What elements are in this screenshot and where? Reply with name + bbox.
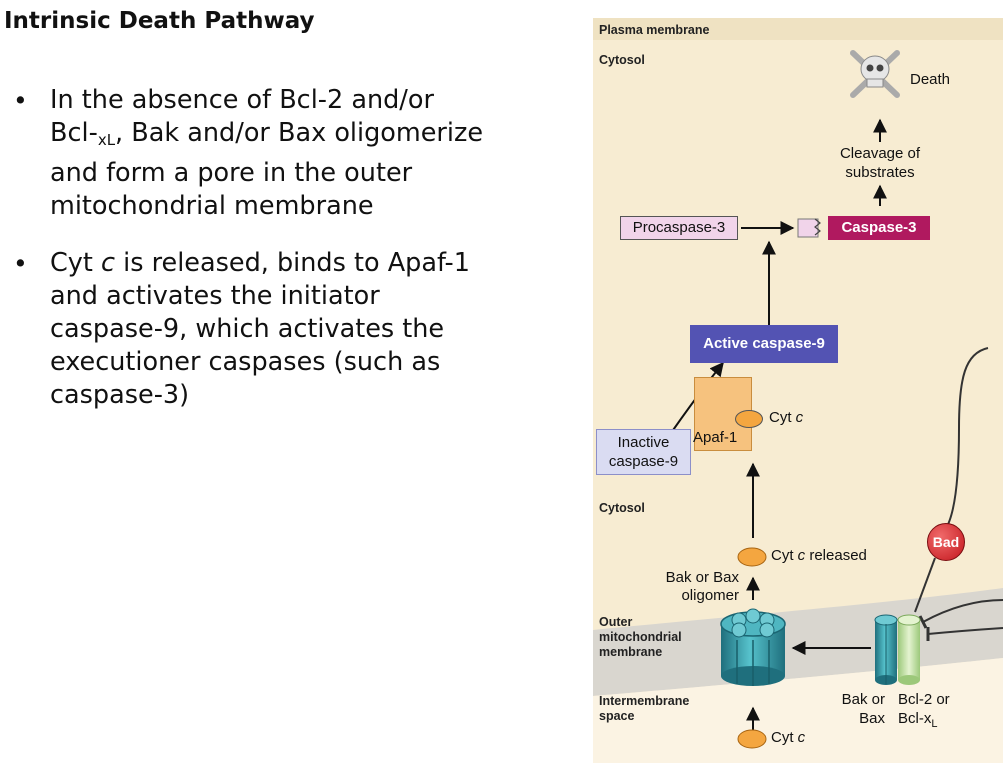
outer-membrane-line-2: mitochondrial [599,630,682,644]
intermembrane-space-label: Intermembrane space [599,694,689,724]
plasma-membrane-band [593,18,1003,40]
bak-or-bax-line-2: Bax [859,710,885,727]
bak-or-bax-label: Bak or Bax [823,690,885,728]
bullet-list: • In the absence of Bcl-2 and/or Bcl-xL,… [8,84,488,436]
cytc-bound-text: Cyt [769,409,792,426]
plasma-membrane-label: Plasma membrane [599,23,710,37]
bak-bax-oligomer-label: Bak or Bax oligomer [649,569,739,605]
cytosol-mid-label: Cytosol [599,501,645,515]
bcl2-line-2-text: Bcl-x [898,710,932,727]
bcl2-protein [897,614,921,685]
cytc-released-text: Cyt [771,547,794,564]
cytc-intermembrane-text: Cyt [771,729,794,746]
cleavage-line-2: substrates [845,164,915,181]
cytosol-top-label: Cytosol [599,53,645,67]
apaf-1-label: Apaf-1 [693,429,738,446]
bullet-1-text: In the absence of Bcl-2 and/or Bcl- [50,85,434,148]
caspase-3-cleavage-mark [797,218,821,238]
cytc-intermembrane-molecule [737,729,767,749]
cleavage-line-1: Cleavage of [839,145,921,162]
cytc-intermembrane-italic: c [797,729,806,746]
bad-protein [927,523,965,561]
death-label: Death [910,71,951,88]
bak-bax-oligomer-pore [720,608,786,686]
bcl2-line-2: Bcl-xL [898,709,950,734]
bcl2-line-1: Bcl-2 or [898,691,950,708]
outer-membrane-line-3: membrane [599,645,663,659]
intermembrane-line-1: Intermembrane [599,694,690,708]
bullet-dot: • [13,86,28,115]
bullet-2-text: Cyt [50,248,101,278]
cytc-released-word: released [809,547,867,564]
bullet-1-subscript: xL [97,131,116,149]
inactive-caspase-9-line-1: Inactive [617,434,670,451]
cytc-released-label: Cyt c released [771,547,867,564]
bak-bax-oligomer-line-1: Bak or Bax [665,569,739,586]
bak-bax-monomer [874,614,898,685]
bak-bax-oligomer-line-2: oligomer [681,587,739,604]
pathway-diagram-graphics [593,18,1003,763]
bullet-item-2: • Cyt c is released, binds to Apaf-1 and… [8,247,488,412]
skull-crossbones-icon [850,50,900,98]
caspase-3-box: Caspase-3 [828,216,930,240]
bullet-2-text-end: is released, binds to Apaf-1 and activat… [50,248,470,410]
bullet-2-italic: c [101,248,116,278]
inactive-caspase-9-box: Inactive caspase-9 [596,429,691,475]
cytc-bound-label: Cyt c [769,409,803,426]
intermembrane-line-2: space [599,709,635,723]
slide-title: Intrinsic Death Pathway [4,8,315,34]
procaspase-3-box: Procaspase-3 [620,216,738,240]
cleavage-label: Cleavage of substrates [831,144,929,182]
bcl2-subscript: L [931,718,938,730]
cytc-released-molecule [737,547,767,567]
intermembrane-space-band [593,658,1003,763]
cytc-released-italic: c [797,547,806,564]
cytc-bound-italic: c [795,409,804,426]
pathway-diagram: Plasma membrane Cytosol Death Cleavage o… [593,18,1003,763]
cytc-intermembrane-label: Cyt c [771,729,805,746]
inactive-caspase-9-line-2: caspase-9 [608,453,679,470]
cytc-bound-molecule [735,410,763,428]
active-caspase-9-box: Active caspase-9 [690,325,838,363]
bak-or-bax-line-1: Bak or [841,691,885,708]
bullet-dot: • [13,249,28,278]
outer-membrane-label: Outer mitochondrial membrane [599,615,682,660]
outer-membrane-line-1: Outer [599,615,633,629]
bad-label: Bad [932,534,960,550]
bullet-item-1: • In the absence of Bcl-2 and/or Bcl-xL,… [8,84,488,223]
bullet-1-text-end: , Bak and/or Bax oligomerize and form a … [50,118,484,221]
bcl2-label: Bcl-2 or Bcl-xL [898,690,950,734]
